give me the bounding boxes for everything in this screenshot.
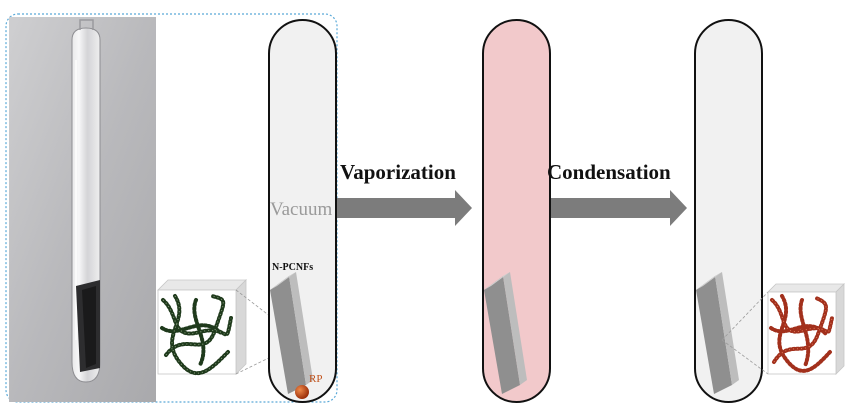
vaporization-label: Vaporization [340, 160, 456, 185]
condensation-label: Condensation [547, 160, 671, 185]
red-phosphorus-particle [295, 385, 309, 399]
arrow-condensation [551, 190, 687, 226]
tube-heated [483, 20, 550, 402]
npcnfs-label: N-PCNFs [272, 262, 313, 273]
fiber-cube-right [768, 284, 844, 374]
fiber-cube-left [158, 280, 246, 374]
tube-condensed [695, 20, 762, 402]
vacuum-label: Vacuum [270, 199, 332, 221]
arrow-vaporization [337, 190, 472, 226]
rp-label: RP [309, 373, 322, 385]
tube-photo [9, 17, 156, 402]
